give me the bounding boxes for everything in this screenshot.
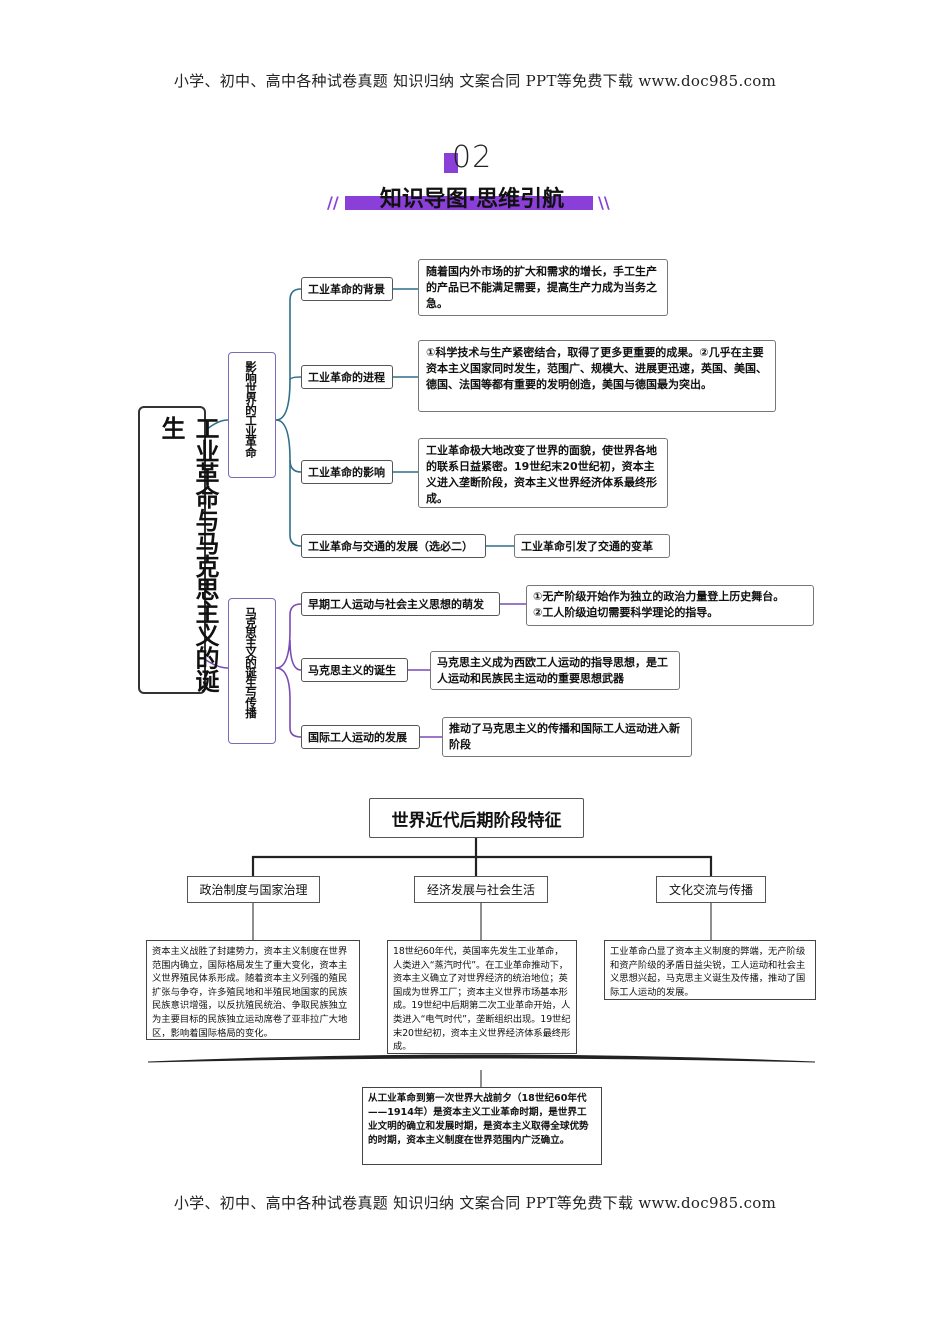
node-birth-marxism: 马克思主义的诞生 (301, 658, 408, 682)
detail-transport: 工业革命引发了交通的变革 (514, 534, 670, 558)
text-culture: 工业革命凸显了资本主义制度的弊端，无产阶级和资产阶级的矛盾日益尖锐，工人运动和社… (604, 940, 816, 1000)
detail-early-labor-line1: ①无产阶级开始作为独立的政治力量登上历史舞台。 (533, 590, 785, 603)
branch-industrial-revolution: 影响世界的工业革命 (228, 352, 276, 478)
mindmap-connectors (205, 288, 526, 738)
category-politics: 政治制度与国家治理 (187, 876, 320, 903)
branch-marxism: 马克思主义的诞生与传播 (228, 598, 276, 744)
features-summary: 从工业革命到第一次世界大战前夕（18世纪60年代——1914年）是资本主义工业革… (362, 1087, 602, 1165)
category-economy: 经济发展与社会生活 (414, 876, 548, 903)
title-deco-right: \\ (598, 193, 610, 212)
detail-birth-marxism: 马克思主义成为西欧工人运动的指导思想，是工人运动和民族民主运动的重要思想武器 (430, 651, 680, 690)
detail-background: 随着国内外市场的扩大和需求的增长，手工生产的产品已不能满足需要，提高生产力成为当… (418, 259, 668, 316)
category-culture: 文化交流与传播 (656, 876, 766, 903)
text-economy: 18世纪60年代，英国率先发生工业革命，人类进入“蒸汽时代”。在工业革命推动下，… (387, 940, 577, 1054)
detail-impact: 工业革命极大地改变了世界的面貌，使世界各地的联系日益紧密。19世纪末20世纪初，… (418, 438, 668, 508)
branch-industrial-revolution-label: 影响世界的工业革命 (244, 361, 258, 458)
features-title-box: 世界近代后期阶段特征 (369, 798, 584, 838)
detail-early-labor-line2: ②工人阶级迫切需要科学理论的指导。 (533, 606, 719, 619)
node-international: 国际工人运动的发展 (301, 725, 420, 749)
detail-international: 推动了马克思主义的传播和国际工人运动进入新阶段 (442, 717, 692, 757)
section-title-highlight (345, 196, 593, 210)
node-background: 工业革命的背景 (301, 277, 393, 301)
detail-early-labor: ①无产阶级开始作为独立的政治力量登上历史舞台。 ②工人阶级迫切需要科学理论的指导… (526, 585, 814, 626)
mindmap-root-label: 工业革命与马克思主义的诞生 (157, 416, 219, 692)
page-footer: 小学、初中、高中各种试卷真题 知识归纳 文案合同 PPT等免费下载 www.do… (173, 1194, 777, 1212)
mindmap-root: 工业革命与马克思主义的诞生 (138, 406, 219, 694)
branch-marxism-label: 马克思主义的诞生与传播 (244, 607, 258, 717)
node-early-labor: 早期工人运动与社会主义思想的萌发 (301, 592, 500, 616)
section-number: 02 (452, 140, 493, 175)
page-header: 小学、初中、高中各种试卷真题 知识归纳 文案合同 PPT等免费下载 www.do… (173, 72, 777, 90)
title-deco-left: // (327, 193, 339, 212)
node-transport: 工业革命与交通的发展（选必二） (301, 534, 486, 558)
section-title: 知识导图·思维引航 (379, 187, 565, 212)
detail-process: ①科学技术与生产紧密结合，取得了更多更重要的成果。②几乎在主要资本主义国家同时发… (418, 340, 776, 412)
text-politics: 资本主义战胜了封建势力，资本主义制度在世界范围内确立，国际格局发生了重大变化，资… (146, 940, 360, 1040)
section-number-accent (444, 153, 458, 173)
features-title: 世界近代后期阶段特征 (391, 810, 562, 831)
node-impact: 工业革命的影响 (301, 460, 393, 484)
node-process: 工业革命的进程 (301, 365, 393, 389)
